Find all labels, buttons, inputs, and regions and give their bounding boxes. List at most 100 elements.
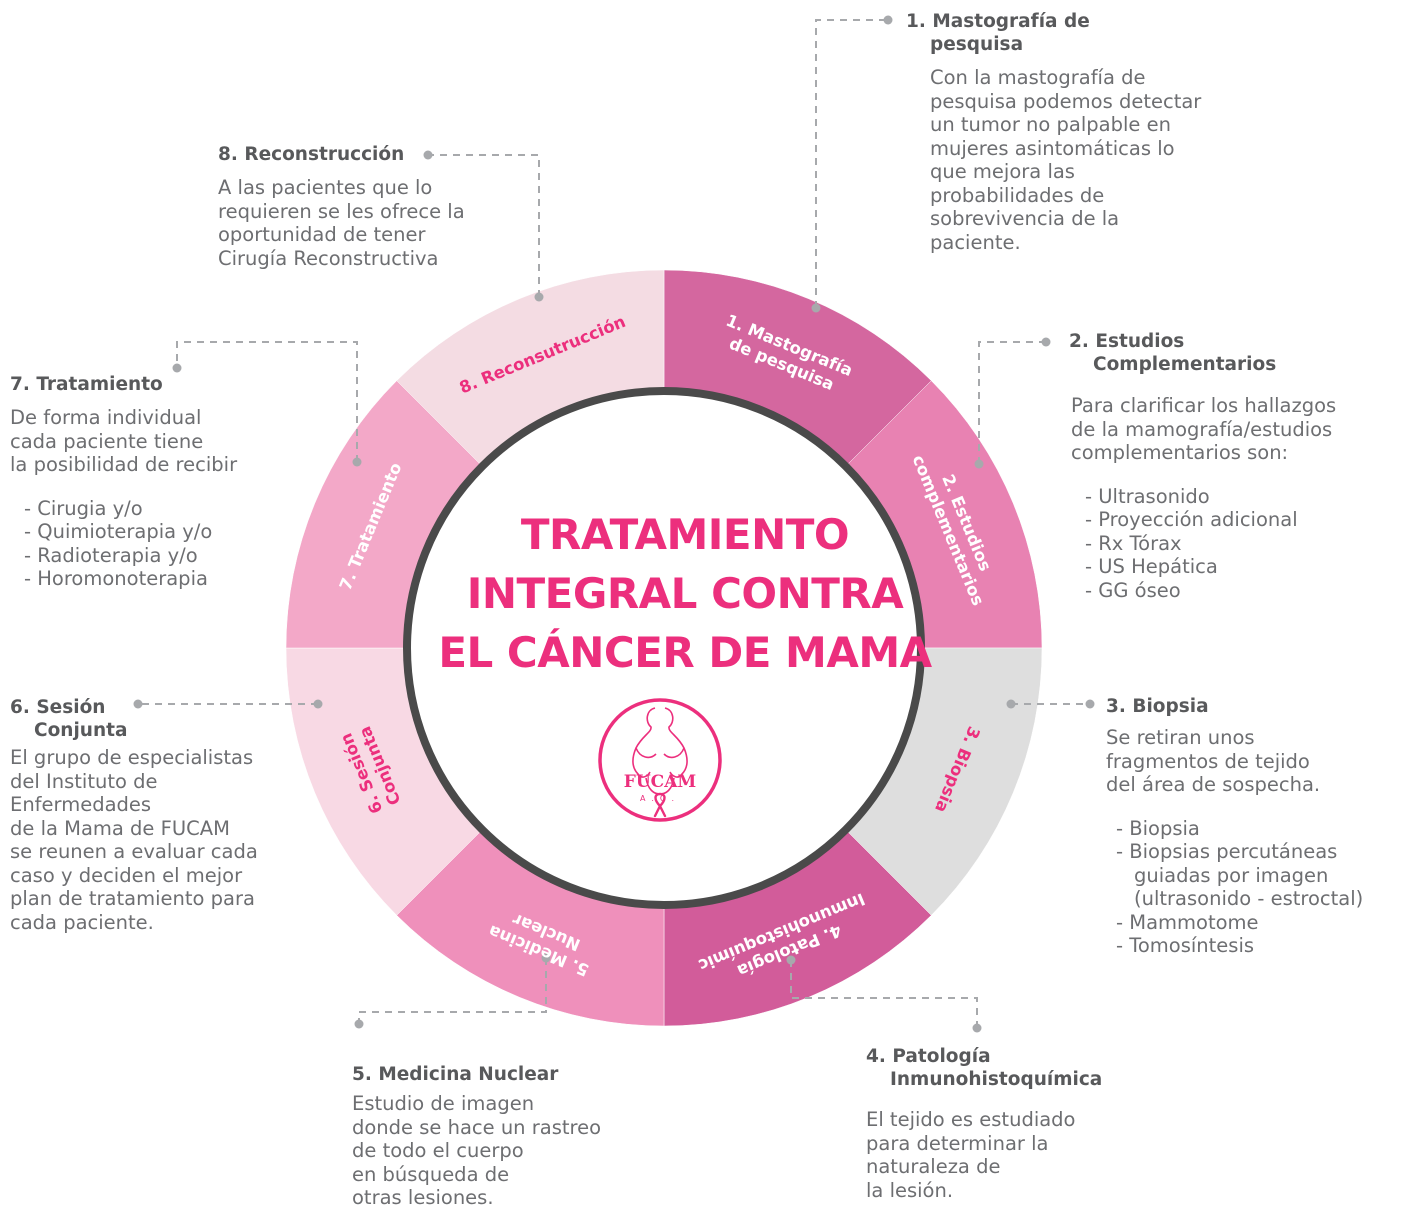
step-description-line: requieren se les ofrece la [218,199,465,223]
woman-silhouette-icon [632,707,688,795]
step-description-line: probabilidades de [930,183,1105,207]
step-description-line: se reunen a evaluar cada [10,840,258,863]
step-item: Radioterapia y/o [24,544,280,568]
logo-wordmark: FUCAM [624,772,697,792]
step-item: Cirugia y/o [24,497,280,521]
step-item: Horomonoterapia [24,567,280,591]
step-item-list: UltrasonidoProyección adicionalRx TóraxU… [1069,485,1399,603]
step-description-line: complementarios son: [1071,441,1289,464]
connector-dot [133,699,143,709]
step-item: Proyección adicional [1085,508,1399,532]
connector-line-1 [815,19,888,308]
step-title-line: pesquisa [930,34,1024,55]
connector-dot [534,292,544,302]
step-description-line: oportunidad de tener [218,223,426,246]
step-title-line: 8. Reconstrucción [218,144,405,165]
step-item-list: BiopsiaBiopsias percutáneas guiadas por … [1106,817,1401,958]
step-description-line: para determinar la [866,1131,1049,1155]
connector-dot [786,955,796,965]
step-description-line: otras lesiones. [352,1186,494,1209]
connector-line-7 [176,341,358,462]
step-title-line: 2. Estudios [1069,331,1185,352]
step-title-line: Conjunta [34,720,128,741]
step-description-line: un tumor no palpable en [930,113,1171,136]
inner-circle [403,387,925,909]
connector-dot [541,953,551,963]
step-item: Biopsias percutáneas guiadas por imagen … [1116,840,1394,911]
step-description-line: paciente. [930,230,1021,254]
step-description-line: en búsqueda de [352,1162,510,1186]
step-item: Biopsia [1116,817,1401,841]
connector-line-5 [358,958,547,1024]
connector-dot [172,363,182,373]
connector-line-2 [978,341,1046,464]
center-title-line: TRATAMIENTO [520,510,850,559]
step-description-line: que mejora las [930,160,1075,183]
step-description-line: donde se hace un rastreo [352,1115,602,1139]
step-item: Tomosíntesis [1116,934,1401,958]
step-title-line: 6. Sesión [10,697,106,718]
connectors [133,15,1095,1033]
connector-dot [423,150,433,160]
step-description-line: El tejido es estudiado [866,1108,1076,1131]
step-item: US Hepática [1085,555,1399,579]
step-description-line: Se retiran unos [1106,726,1255,749]
step-description-line: mujeres asintomáticas lo [930,136,1175,160]
step-description-line: caso y deciden el mejor [10,863,243,887]
center-title-line: EL CÁNCER DE MAMA [438,628,932,677]
step-title: 5. Medicina Nuclear [352,1063,662,1086]
step-description-line: de la mamografía/estudios [1071,417,1333,441]
step-description-line: la posibilidad de recibir [10,453,238,476]
step-title-line: 5. Medicina Nuclear [352,1064,559,1085]
step-description-line: la lesión. [866,1178,954,1202]
step-title-line: Inmunohistoquímica [890,1069,1103,1090]
step-description-line: El grupo de especialistas [10,746,254,769]
step-item: Ultrasonido [1085,485,1399,509]
step-title-line: 1. Mastografía de [906,11,1090,32]
step-description-line: De forma individual [10,406,202,429]
connector-dot [313,699,323,709]
step-description-line: plan de tratamiento para [10,887,255,910]
step-title-line: 4. Patología [866,1046,991,1067]
step-description-line: pesquisa podemos detectar [930,89,1202,113]
step-item: Mammotome [1116,911,1401,935]
step-item: Rx Tórax [1085,532,1399,556]
step-description-line: cada paciente. [10,910,154,934]
center-title: TRATAMIENTO INTEGRAL CONTRA EL CÁNCER DE… [430,505,940,682]
step-description-line: A las pacientes que lo [218,176,433,199]
step-title: 7. Tratamiento [10,373,280,396]
step-item-list: Cirugia y/oQuimioterapia y/oRadioterapia… [10,497,280,591]
step-title-line: 7. Tratamiento [10,374,163,395]
step-item: GG óseo [1085,579,1399,603]
step-description-line: Con la mastografía de [930,66,1146,89]
step-description-line: del Instituto de [10,769,158,793]
connector-dot [972,1023,982,1033]
step-item: Quimioterapia y/o [24,520,280,544]
connector-dot [354,1019,364,1029]
center-title-line: INTEGRAL CONTRA [466,569,904,618]
step-title: 8. Reconstrucción [218,143,528,166]
step-description-line: de todo el cuerpo [352,1139,524,1162]
connector-dot [1006,699,1016,709]
step-description-line: naturaleza de [866,1155,1001,1178]
connector-dot [883,15,893,25]
